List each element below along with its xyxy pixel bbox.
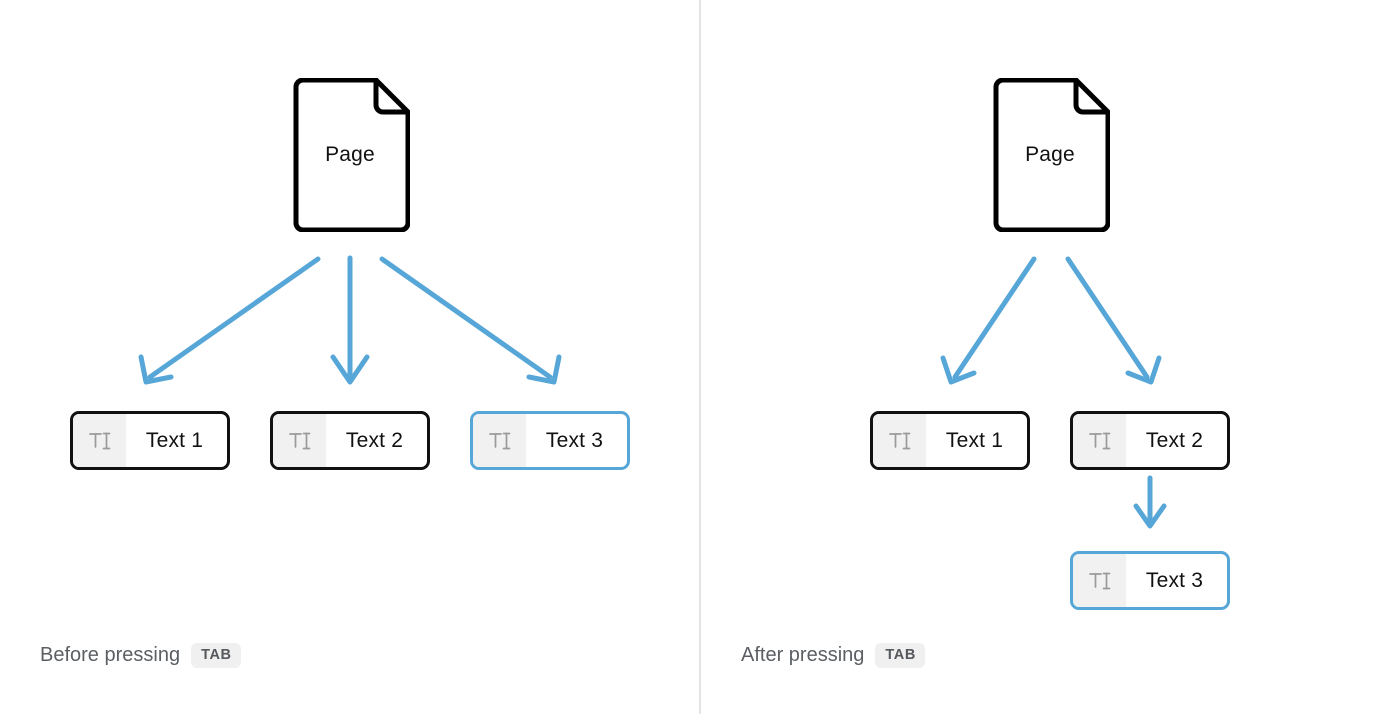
tab-key-badge: TAB — [191, 643, 241, 668]
text-node-label: Text 3 — [545, 428, 604, 452]
page-node[interactable]: Page — [990, 78, 1110, 232]
panel-divider — [699, 0, 701, 714]
text-node-2[interactable]: Text 2 — [270, 411, 430, 470]
text-field-icon — [873, 414, 926, 467]
arrow-page-to-text2-head — [1125, 355, 1162, 385]
text-node-1[interactable]: Text 1 — [70, 411, 230, 470]
page-icon — [993, 78, 1110, 232]
arrow-page-to-text1-head — [138, 354, 174, 385]
text-field-icon — [1073, 414, 1126, 467]
page-node-label: Page — [1025, 143, 1075, 166]
text-node-3[interactable]: Text 3 — [1070, 551, 1230, 610]
text-node-label: Text 2 — [1145, 428, 1204, 452]
text-node-3[interactable]: Text 3 — [470, 411, 630, 470]
caption-text: Before pressing — [40, 643, 181, 666]
page-node[interactable]: Page — [290, 78, 410, 232]
tab-key-badge: TAB — [875, 643, 925, 668]
arrow-page-to-text1-head — [940, 355, 977, 385]
page-icon — [293, 78, 410, 232]
arrow-text2-to-text3-head — [1133, 503, 1167, 529]
arrow-page-to-text2 — [1065, 256, 1150, 380]
caption-text: After pressing — [741, 643, 865, 666]
text-field-icon — [473, 414, 526, 467]
text-node-2[interactable]: Text 2 — [1070, 411, 1230, 470]
panel-after: Page Text 1 — [701, 0, 1400, 714]
arrow-page-to-text1 — [952, 256, 1037, 380]
text-node-1[interactable]: Text 1 — [870, 411, 1030, 470]
page-node-label: Page — [325, 143, 375, 166]
arrow-page-to-text1 — [147, 256, 321, 380]
caption-after: After pressing TAB — [741, 643, 925, 668]
text-node-label: Text 1 — [145, 428, 204, 452]
panel-before: Page Text 1 — [0, 0, 699, 714]
text-node-label: Text 3 — [1145, 568, 1204, 592]
text-node-label: Text 2 — [345, 428, 404, 452]
arrow-page-to-text3-head — [526, 354, 562, 385]
text-field-icon — [73, 414, 126, 467]
arrow-page-to-text3 — [379, 256, 553, 380]
text-node-label: Text 1 — [945, 428, 1004, 452]
caption-before: Before pressing TAB — [40, 643, 241, 668]
arrow-page-to-text2-head — [330, 354, 370, 385]
text-field-icon — [273, 414, 326, 467]
text-field-icon — [1073, 554, 1126, 607]
